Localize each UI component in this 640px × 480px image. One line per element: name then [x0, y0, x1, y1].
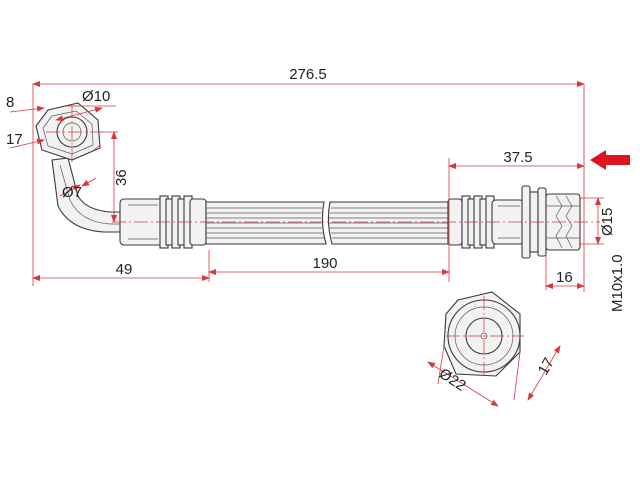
banjo-width-label: 17	[6, 131, 23, 148]
overall-length-label: 276.5	[289, 66, 327, 83]
banjo-fitting	[35, 102, 125, 233]
hose-length-label: 190	[312, 255, 337, 272]
fitting-left-label: 49	[116, 261, 133, 278]
rubber-hose	[205, 201, 449, 245]
end-hex-size-label: 17	[535, 355, 558, 378]
end-view-fitting	[443, 291, 521, 377]
dimension-lines	[9, 81, 601, 407]
nut-diameter-label: Ø15	[599, 208, 616, 236]
pipe-diameter-label: Ø7	[62, 184, 82, 201]
banjo-thickness-label: 8	[6, 94, 14, 111]
fitting-right-label: 37.5	[503, 149, 532, 166]
banjo-drop-label: 36	[113, 169, 130, 186]
arrow-left-icon	[590, 150, 630, 170]
thread-size-label: M10x1.0	[609, 254, 626, 312]
banjo-hole-label: Ø10	[82, 88, 110, 105]
thread-length-label: 16	[556, 269, 573, 286]
